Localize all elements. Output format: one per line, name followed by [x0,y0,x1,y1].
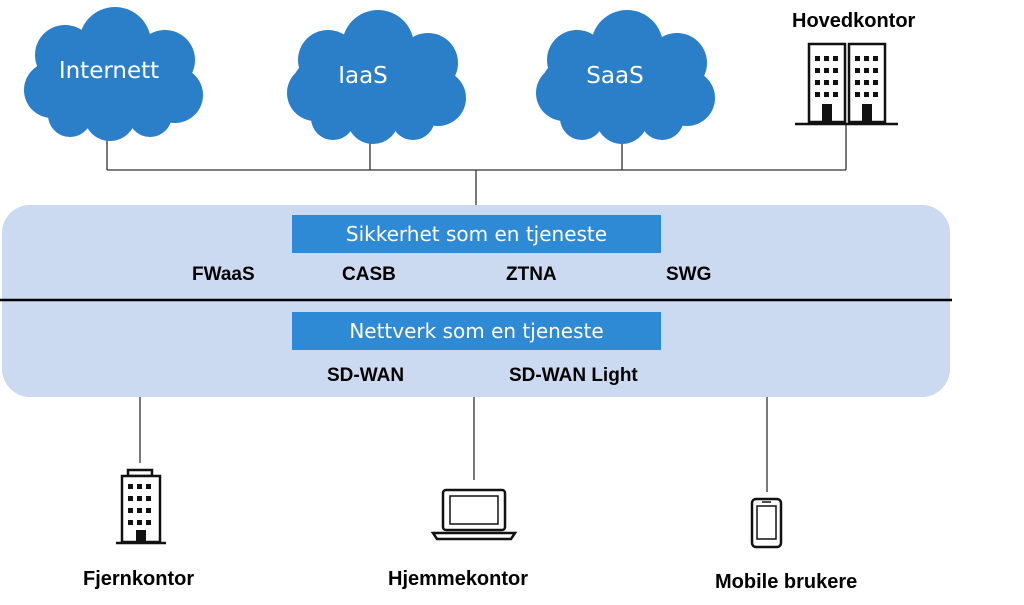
top-connectors [106,125,847,205]
saas-label: SaaS [586,63,644,89]
service-casb: CASB [342,264,396,285]
service-sd-wan: SD-WAN [327,365,405,386]
network-banner-bg [292,312,661,350]
office-building-icon [116,468,166,545]
service-ztna: ZTNA [506,264,557,285]
cloud-icon [536,10,715,144]
laptop-icon [430,488,518,541]
service-sd-wan-light: SD-WAN Light [509,365,638,386]
internet-label: Internett [58,58,160,84]
security-banner-bg [292,215,661,253]
service-fwaas: FWaaS [192,264,255,285]
office-buildings-icon [795,42,898,126]
mobile-users-label: Mobile brukere [715,571,858,593]
bottom-connectors [139,397,768,492]
security-layer-title: Sikkerhet som en tjeneste [345,222,608,246]
branch-office-label: Fjernkontor [83,568,195,590]
cloud-icon [287,10,466,144]
cloud-icon [24,7,203,141]
headquarters-label: Hovedkontor [792,10,916,32]
network-layer-title: Nettverk som en tjeneste [349,319,604,343]
service-swg: SWG [666,264,712,285]
iaas-label: IaaS [338,63,388,89]
home-office-label: Hjemmekontor [388,568,529,590]
smartphone-icon [750,497,783,549]
